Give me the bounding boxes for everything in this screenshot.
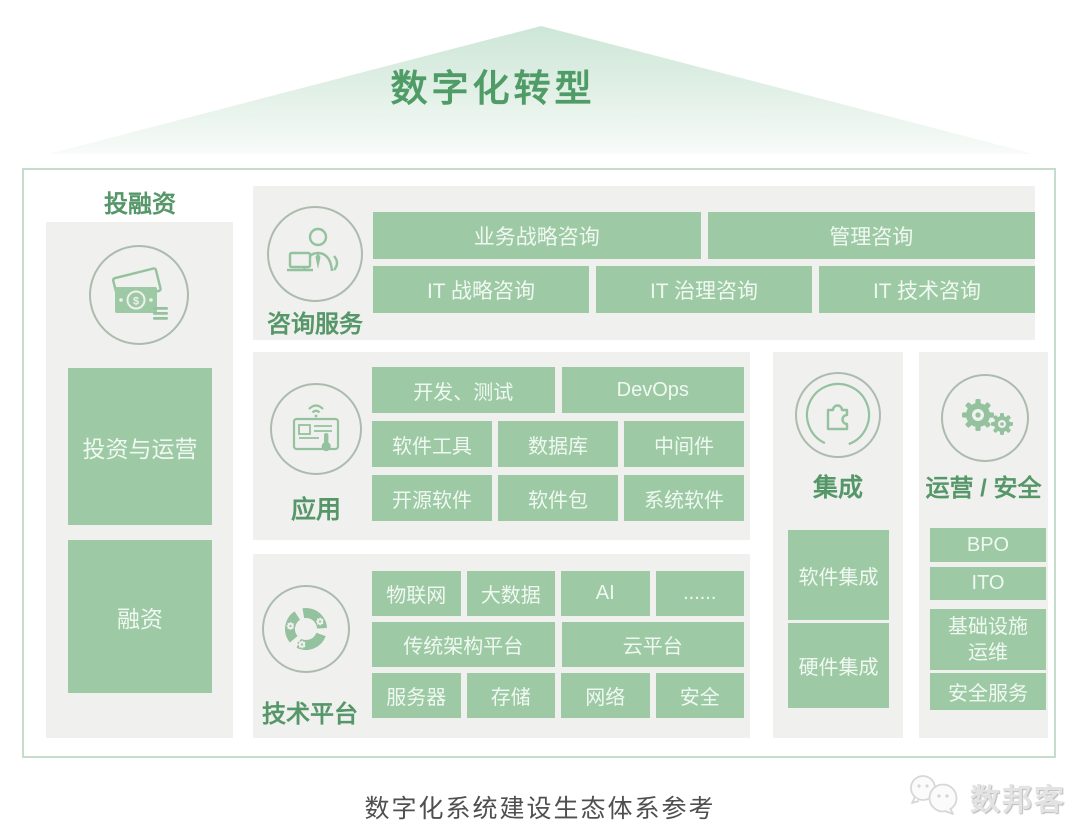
section-label-application: 应用 <box>290 496 341 524</box>
watermark-text: 数邦客 <box>970 783 1066 817</box>
section-label-investment: 投融资 <box>104 191 176 218</box>
box-cloud-platform: 云平台 <box>561 622 744 667</box>
box-financing: 融资 <box>68 540 212 693</box>
section-label-ops-security: 运营 / 安全 <box>925 475 1042 502</box>
svg-text:$: $ <box>133 296 139 308</box>
box-traditional-architecture-platform: 传统架构平台 <box>372 622 555 667</box>
box-open-source-software: 开源软件 <box>372 475 492 521</box>
box-ito: ITO <box>930 567 1046 600</box>
box-bpo: BPO <box>930 528 1046 562</box>
box-business-strategy-consulting: 业务战略咨询 <box>373 212 701 259</box>
consulting-panel <box>253 186 1035 340</box>
box-server: 服务器 <box>372 673 461 718</box>
consultant-icon <box>267 206 363 302</box>
box-storage: 存储 <box>466 673 555 718</box>
watermark: 数邦客 <box>906 772 1066 821</box>
roof-title: 数字化转型 <box>390 68 596 109</box>
section-label-consulting: 咨询服务 <box>267 311 363 338</box>
tablet-touch-icon <box>270 383 362 475</box>
box-devops: DevOps <box>561 367 744 413</box>
box-network: 网络 <box>561 673 650 718</box>
box-big-data: 大数据 <box>466 571 555 616</box>
box-infrastructure-ops: 基础设施运维 <box>930 609 1046 670</box>
box-ai: AI <box>561 571 650 616</box>
box-software-tools: 软件工具 <box>372 421 492 467</box>
money-icon: $ <box>89 245 189 345</box>
box-more: ...... <box>655 571 744 616</box>
box-it-technology-consulting: IT 技术咨询 <box>819 266 1035 313</box>
box-investment-operations: 投资与运营 <box>68 368 212 525</box>
box-management-consulting: 管理咨询 <box>707 212 1035 259</box>
box-database: 数据库 <box>498 421 618 467</box>
box-it-strategy-consulting: IT 战略咨询 <box>373 266 589 313</box>
box-middleware: 中间件 <box>624 421 744 467</box>
box-software-package: 软件包 <box>498 475 618 521</box>
diagram-caption: 数字化系统建设生态体系参考 <box>364 795 716 823</box>
box-software-integration: 软件集成 <box>788 530 889 620</box>
box-hardware-integration: 硬件集成 <box>788 623 889 708</box>
box-iot: 物联网 <box>372 571 461 616</box>
section-label-tech-platform: 技术平台 <box>262 701 358 728</box>
gears-icon <box>941 374 1029 462</box>
box-it-governance-consulting: IT 治理咨询 <box>596 266 812 313</box>
chat-bubbles-icon <box>906 772 964 821</box>
platform-wheel-icon <box>262 585 350 673</box>
section-label-integration: 集成 <box>812 474 863 502</box>
box-system-software: 系统软件 <box>624 475 744 521</box>
box-dev-test: 开发、测试 <box>372 367 555 413</box>
box-security-service: 安全服务 <box>930 673 1046 710</box>
puzzle-icon <box>794 371 882 459</box>
box-security: 安全 <box>655 673 744 718</box>
